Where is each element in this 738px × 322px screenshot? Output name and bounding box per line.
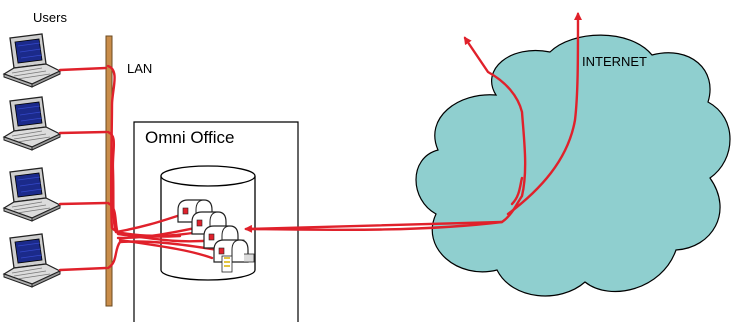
users-label: Users: [33, 10, 67, 25]
lan-label: LAN: [127, 61, 152, 76]
laptop-icon: [3, 96, 61, 151]
laptop-icon: [3, 167, 61, 222]
mailbox-group: [177, 199, 255, 273]
internet-label: INTERNET: [582, 54, 647, 69]
laptop-connections: [58, 66, 108, 272]
internet-links: [244, 12, 582, 233]
cloud-icon: INTERNET: [415, 34, 731, 297]
laptop-icon: [3, 233, 61, 288]
server-label: Omni Office: [145, 128, 234, 147]
laptop-icon: [3, 33, 61, 88]
